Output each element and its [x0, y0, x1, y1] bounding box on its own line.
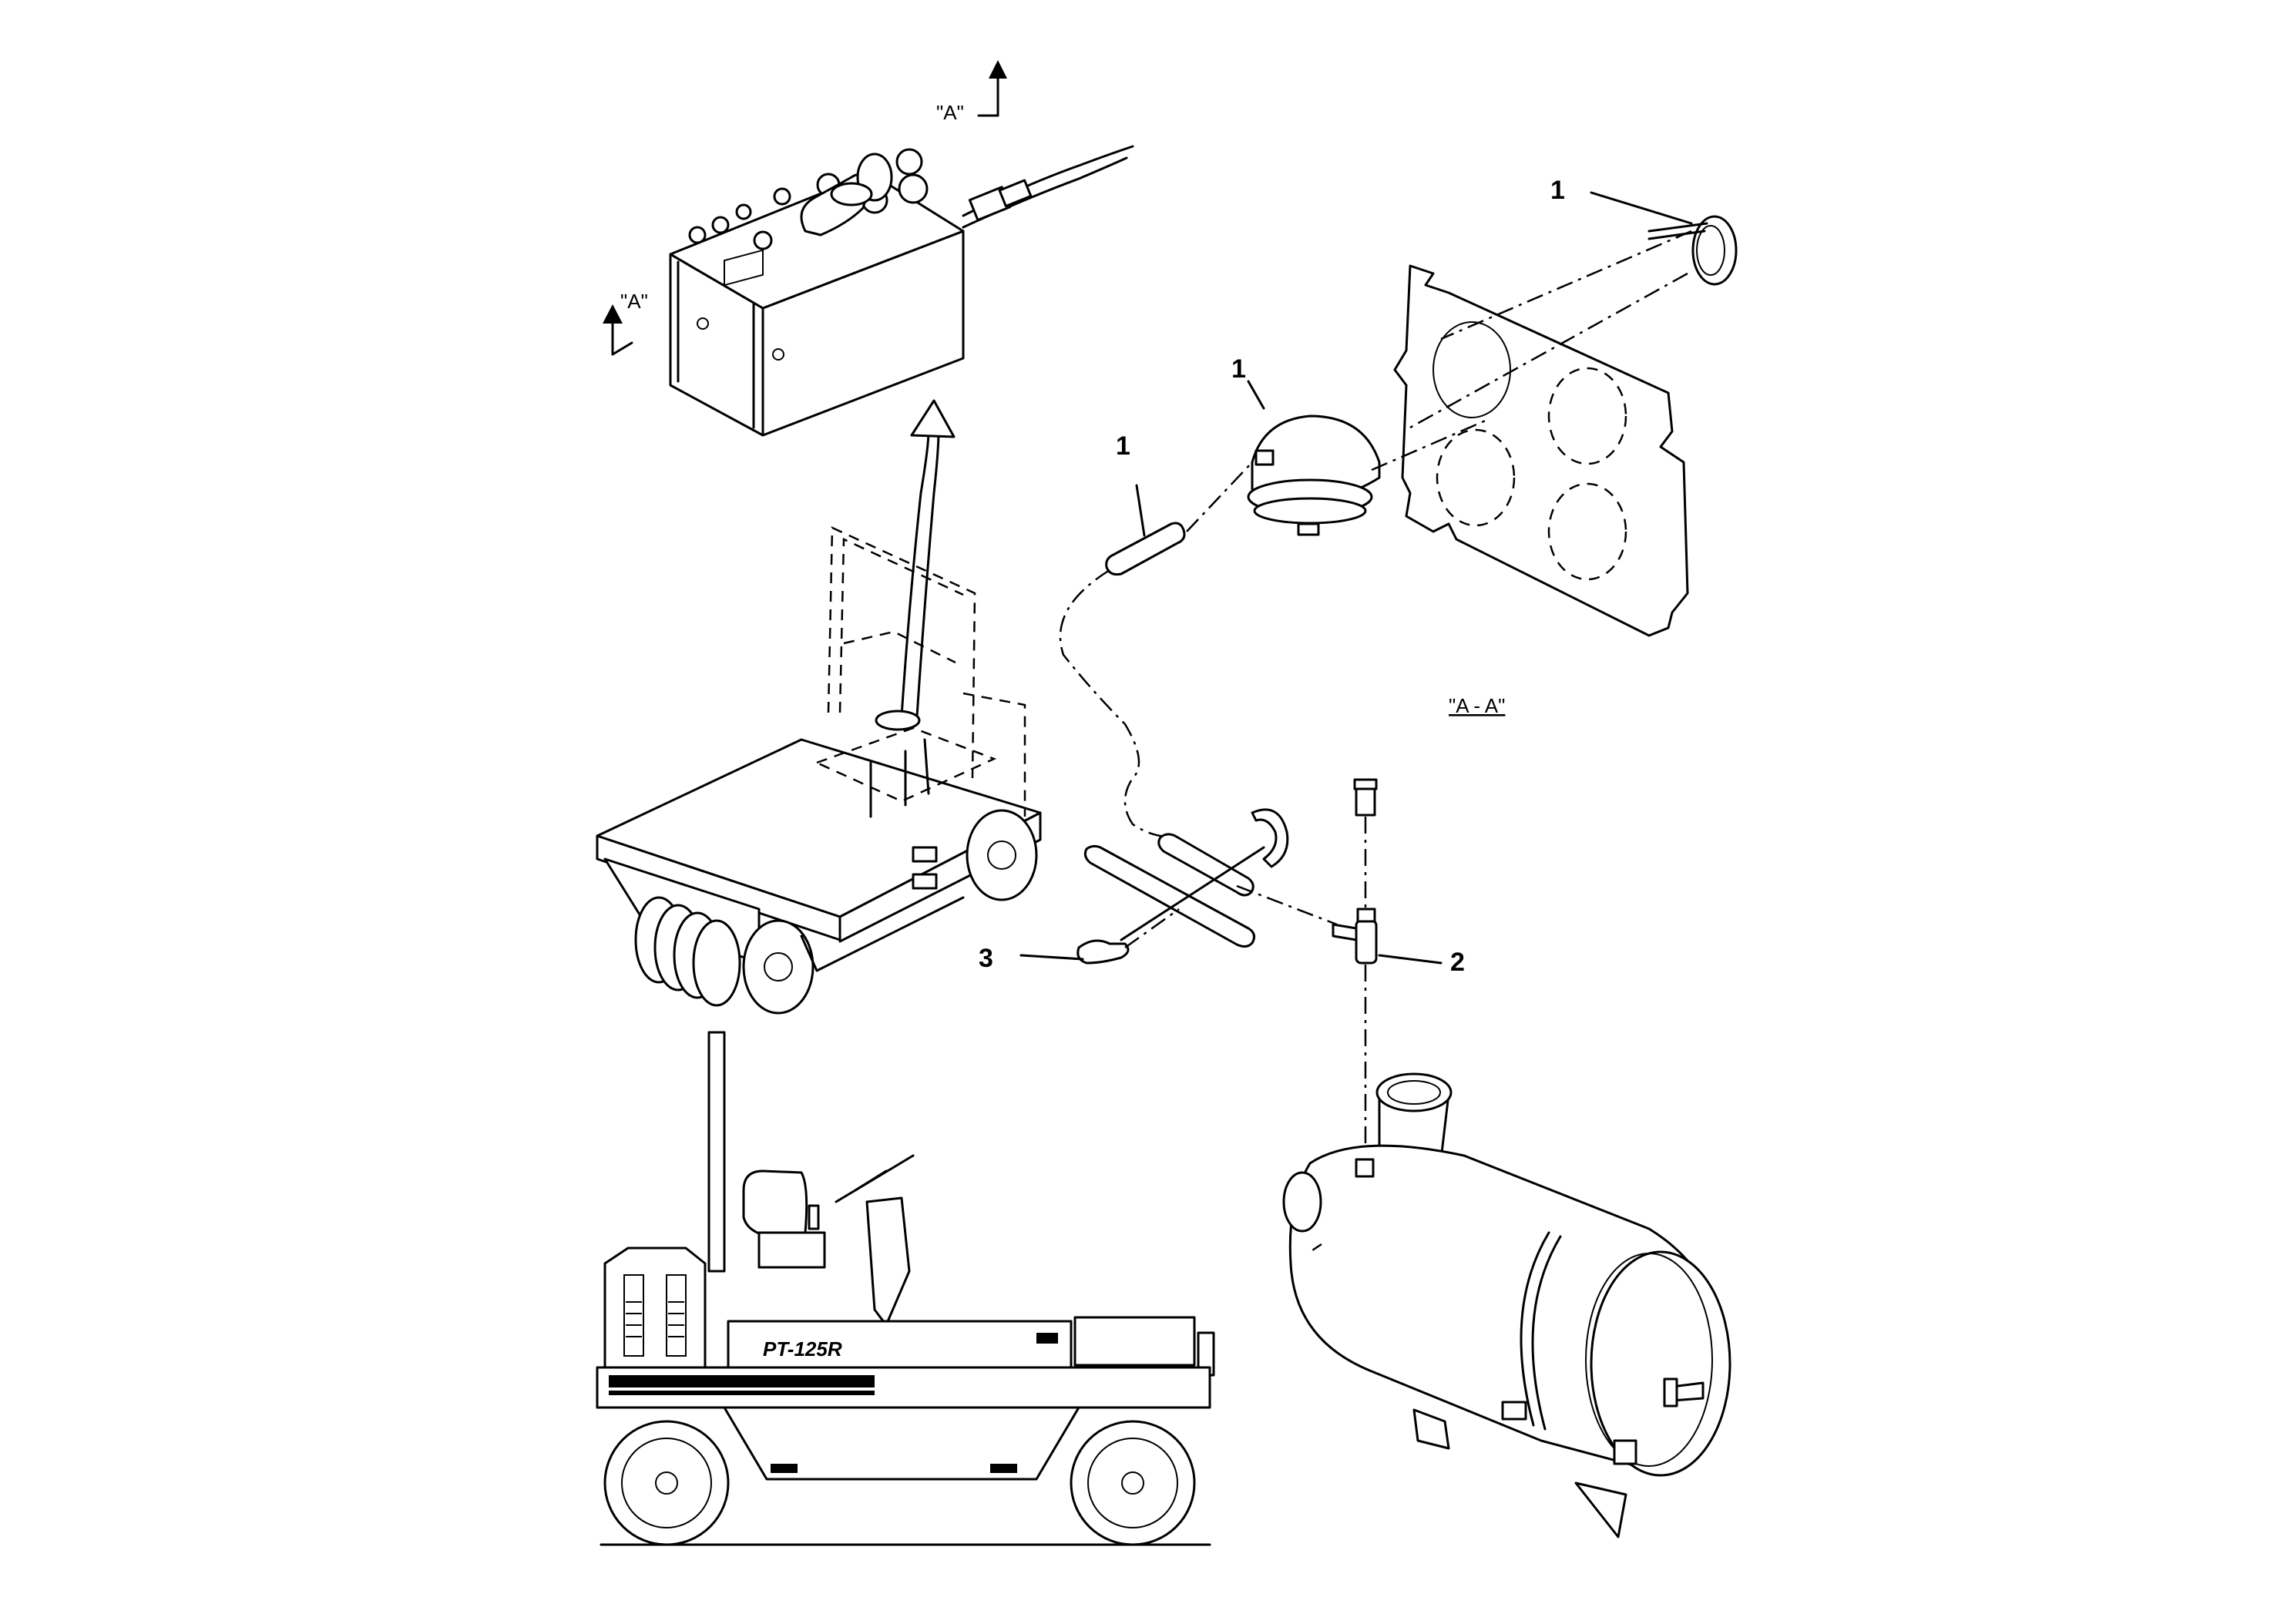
tee-fitting [1332, 778, 1378, 1171]
callout-1b: 1 [1231, 354, 1246, 384]
section-arrow-left: "A" [603, 290, 648, 356]
hose-component [1059, 461, 1253, 838]
section-arrow-top: "A" [936, 60, 1007, 124]
leader-1a [1135, 484, 1146, 537]
leader-3 [1019, 954, 1084, 961]
indicator-cap-component [1409, 215, 1738, 429]
leader-1c [1590, 191, 1693, 225]
air-filter-canister [1282, 1072, 1731, 1538]
control-box-illustration [669, 145, 1134, 437]
callout-3: 3 [979, 944, 993, 973]
machine-model-label: PT-125R [763, 1337, 842, 1361]
restriction-indicator-component [1247, 414, 1488, 536]
leader-2 [1378, 954, 1443, 965]
callout-2: 2 [1450, 948, 1465, 977]
location-pointer-arrow [900, 399, 956, 718]
section-mark-top: "A" [936, 101, 964, 124]
hose-clamp-assembly [1076, 808, 1338, 965]
roller-side-illustration: PT-125R [596, 1031, 1215, 1546]
roller-isometric-illustration [596, 526, 1042, 1015]
section-mark-left: "A" [620, 290, 648, 313]
section-view-label: "A - A" [1449, 694, 1505, 717]
leader-1b [1247, 380, 1265, 410]
callout-1c: 1 [1550, 176, 1565, 205]
mounting-panel [1393, 264, 1689, 637]
callout-1a: 1 [1116, 431, 1130, 461]
